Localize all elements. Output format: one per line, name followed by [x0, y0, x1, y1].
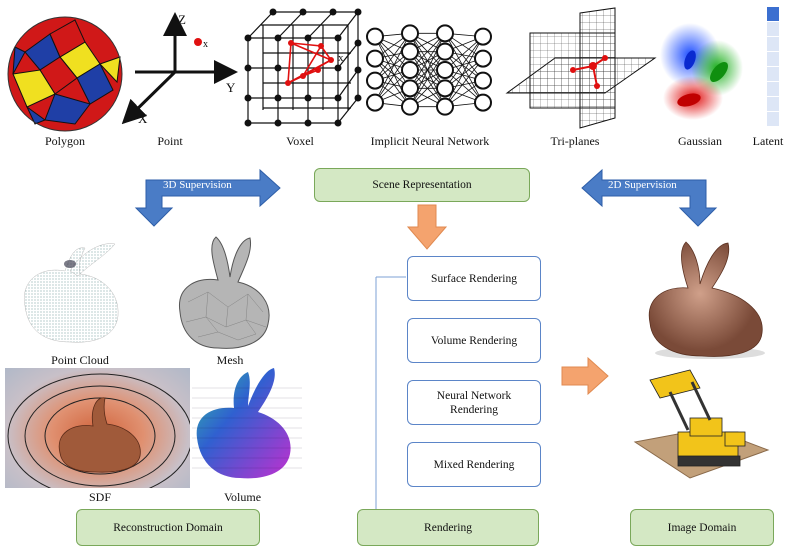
- nn-node: [401, 97, 419, 116]
- nn-connection: [374, 51, 411, 103]
- arrow-3d-supervision: [134, 168, 281, 227]
- polygon-label: Polygon: [44, 134, 85, 148]
- point-sample-label: x: [203, 39, 208, 50]
- volume-rendering-box: Volume Rendering: [407, 318, 541, 363]
- nn-node: [474, 71, 492, 90]
- nn-node: [366, 49, 384, 68]
- nn-node: [436, 61, 454, 79]
- neural-rendering-line2: Rendering: [450, 403, 498, 416]
- nn-connection: [444, 51, 484, 103]
- nn-connection: [444, 33, 484, 103]
- neural-rendering-box: Neural Network Rendering: [407, 380, 541, 425]
- arrow-2d-supervision: [581, 168, 718, 227]
- gaussian-illustration: [660, 23, 743, 120]
- nn-node: [436, 42, 454, 61]
- nn-node: [401, 61, 419, 79]
- rendered-lego-image: [633, 369, 770, 479]
- nn-node: [401, 79, 419, 98]
- voxel-label: Voxel: [286, 134, 314, 148]
- scene-representation-box: Scene Representation: [314, 168, 530, 202]
- nn-node: [474, 49, 492, 68]
- triplanes-illustration: [505, 7, 657, 129]
- nn-node: [474, 27, 492, 46]
- nn-node: [366, 71, 384, 90]
- point-axis-x: X: [138, 111, 148, 126]
- point-axes-illustration: [121, 12, 238, 125]
- triplanes-label: Tri-planes: [550, 134, 600, 148]
- mixed-rendering-box: Mixed Rendering: [407, 442, 541, 487]
- latent-vector: [767, 7, 779, 126]
- point-label: Point: [157, 134, 183, 148]
- nn-connection: [374, 33, 411, 81]
- arrow-to-image-domain: [561, 356, 609, 396]
- nn-node: [436, 79, 454, 98]
- neural-network-illustration: [366, 24, 492, 116]
- point-cloud-label: Point Cloud: [51, 353, 109, 367]
- gaussian-label: Gaussian: [678, 134, 722, 148]
- nn-connection: [444, 36, 484, 107]
- arrow-to-rendering: [406, 204, 448, 250]
- label-3d-supervision: 3D Supervision: [163, 179, 232, 191]
- reconstruction-domain-box: Reconstruction Domain: [76, 509, 260, 546]
- volume-bunny: [192, 368, 302, 479]
- nn-node: [401, 24, 419, 43]
- nn-node: [366, 93, 384, 112]
- nn-connection: [409, 51, 446, 107]
- nn-connection: [444, 33, 484, 81]
- sdf-image: [5, 368, 190, 488]
- sdf-label: SDF: [88, 490, 111, 504]
- mesh-bunny: [179, 236, 270, 349]
- voxel-sample-label: x: [338, 52, 344, 64]
- polygon-illustration: [7, 16, 123, 132]
- rendered-bunny-image: [648, 241, 765, 359]
- label-2d-supervision: 2D Supervision: [608, 179, 677, 191]
- volume-label: Volume: [223, 490, 262, 504]
- image-domain-box: Image Domain: [630, 509, 774, 546]
- nn-connection: [444, 36, 484, 89]
- surface-rendering-box: Surface Rendering: [407, 256, 541, 301]
- latent-label: Latent: [752, 134, 784, 148]
- implicit-label: Implicit Neural Network: [370, 134, 490, 148]
- neural-rendering-line1: Neural Network: [436, 389, 512, 402]
- nn-connection: [374, 58, 411, 107]
- voxel-grid-illustration: [244, 8, 362, 127]
- rendering-box: Rendering: [357, 509, 539, 546]
- nn-node: [436, 97, 454, 116]
- mesh-label: Mesh: [216, 353, 244, 367]
- point-axis-z: Z: [178, 12, 186, 27]
- nn-node: [436, 24, 454, 43]
- nn-connection: [409, 33, 446, 89]
- rendering-bracket: [375, 276, 406, 510]
- nn-connection: [444, 58, 484, 107]
- point-axis-y: Y: [226, 80, 236, 95]
- point-cloud-bunny: [23, 243, 119, 343]
- nn-node: [401, 42, 419, 61]
- nn-connection: [374, 36, 411, 89]
- nn-node: [474, 93, 492, 112]
- nn-node: [366, 27, 384, 46]
